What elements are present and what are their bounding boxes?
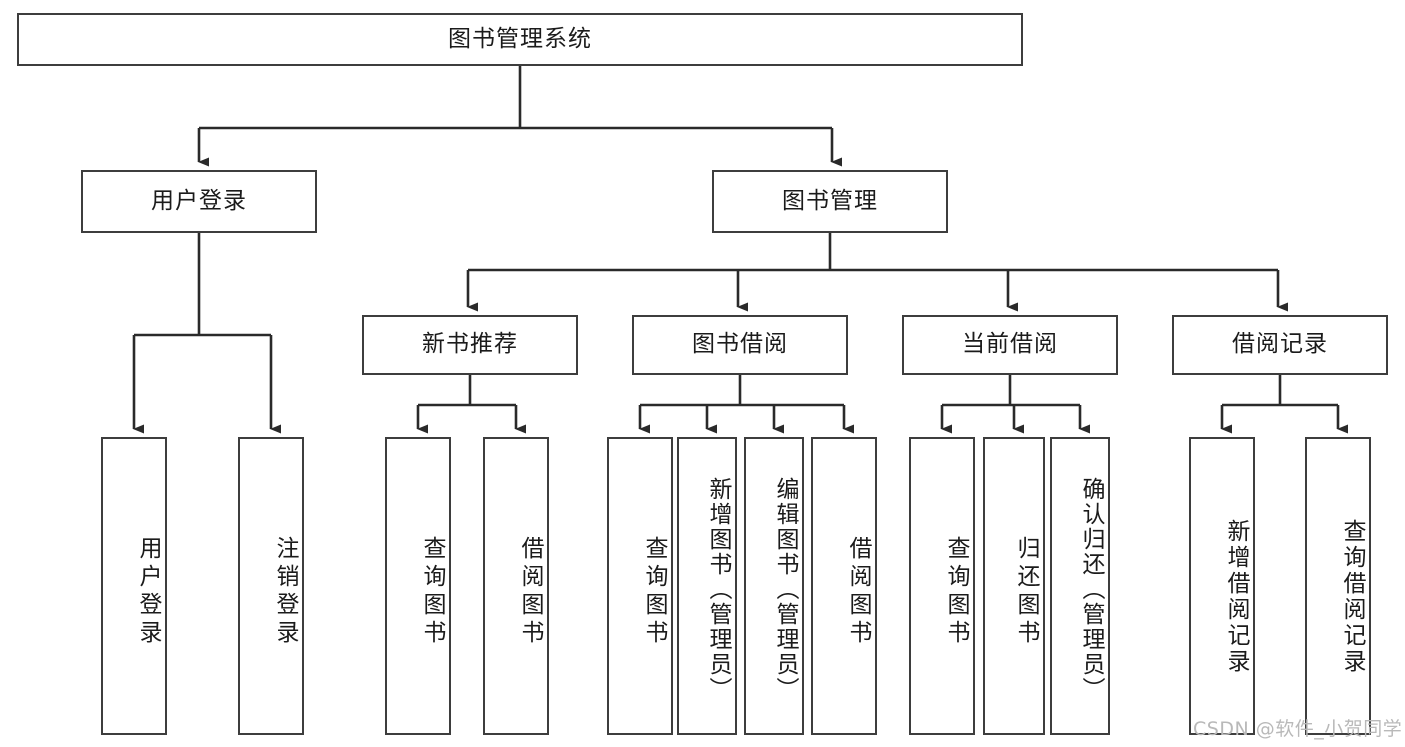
node-new-book-rec[interactable]: 新书推荐 [362, 315, 578, 375]
leaf-confirm-return[interactable]: 确认归还（管理员） [1050, 437, 1110, 735]
leaf-borrow-book-1[interactable]: 借阅图书 [483, 437, 549, 735]
leaf-user-logout-label: 注销登录 [272, 536, 298, 648]
leaf-user-logout[interactable]: 注销登录 [238, 437, 304, 735]
node-book-borrow[interactable]: 图书借阅 [632, 315, 848, 375]
node-book-borrow-label: 图书借阅 [692, 331, 788, 358]
node-current-borrow[interactable]: 当前借阅 [902, 315, 1118, 375]
leaf-user-login[interactable]: 用户登录 [101, 437, 167, 735]
node-root-label: 图书管理系统 [448, 25, 592, 52]
leaf-add-book-label: 新增图书（管理员） [705, 476, 731, 702]
leaf-edit-book[interactable]: 编辑图书（管理员） [744, 437, 804, 735]
node-user-login-label: 用户登录 [151, 187, 247, 214]
node-current-borrow-label: 当前借阅 [962, 331, 1058, 358]
leaf-query-record-label: 查询借阅记录 [1339, 519, 1365, 675]
leaf-add-record-label: 新增借阅记录 [1223, 519, 1249, 675]
leaf-borrow-book-2-label: 借阅图书 [845, 536, 871, 648]
node-borrow-record[interactable]: 借阅记录 [1172, 315, 1388, 375]
leaf-add-book[interactable]: 新增图书（管理员） [677, 437, 737, 735]
leaf-query-book-2-label: 查询图书 [641, 536, 667, 648]
leaf-query-book-3[interactable]: 查询图书 [909, 437, 975, 735]
node-borrow-record-label: 借阅记录 [1232, 331, 1328, 358]
leaf-query-book-1-label: 查询图书 [419, 536, 445, 648]
leaf-query-book-3-label: 查询图书 [943, 536, 969, 648]
leaf-query-book-1[interactable]: 查询图书 [385, 437, 451, 735]
leaf-return-book-label: 归还图书 [1013, 536, 1039, 648]
node-root[interactable]: 图书管理系统 [17, 13, 1023, 66]
csdn-watermark: CSDN @软件_小贺同学 [1193, 718, 1403, 740]
leaf-user-login-label: 用户登录 [135, 536, 161, 648]
node-book-manage[interactable]: 图书管理 [712, 170, 948, 233]
leaf-confirm-return-label: 确认归还（管理员） [1078, 476, 1104, 702]
leaf-borrow-book-1-label: 借阅图书 [517, 536, 543, 648]
leaf-add-record[interactable]: 新增借阅记录 [1189, 437, 1255, 735]
leaf-edit-book-label: 编辑图书（管理员） [772, 476, 798, 702]
leaf-query-book-2[interactable]: 查询图书 [607, 437, 673, 735]
node-book-manage-label: 图书管理 [782, 187, 878, 214]
leaf-return-book[interactable]: 归还图书 [983, 437, 1045, 735]
node-user-login[interactable]: 用户登录 [81, 170, 317, 233]
leaf-query-record[interactable]: 查询借阅记录 [1305, 437, 1371, 735]
node-new-book-rec-label: 新书推荐 [422, 331, 518, 358]
leaf-borrow-book-2[interactable]: 借阅图书 [811, 437, 877, 735]
